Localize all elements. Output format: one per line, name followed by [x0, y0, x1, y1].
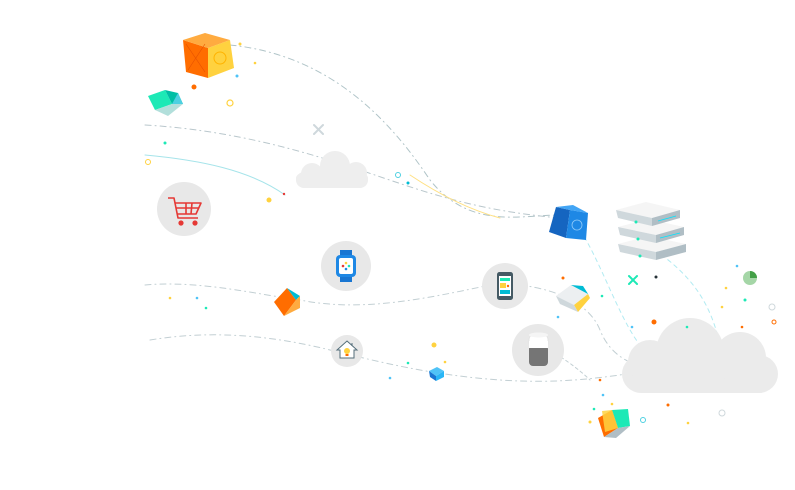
shopping-cart-badge — [157, 182, 211, 236]
smart-home-badge — [331, 335, 363, 367]
flow-line — [144, 154, 286, 196]
flow-line — [149, 334, 641, 382]
cube-yellow-cyan — [556, 285, 590, 312]
flow-line — [229, 44, 561, 218]
x-mark — [313, 124, 324, 135]
smartphone-icon — [497, 272, 513, 300]
smartwatch-icon — [336, 250, 356, 282]
smart-home-icon — [335, 340, 359, 359]
cube-orange-yellow-large — [183, 33, 234, 78]
flow-line — [579, 229, 641, 346]
cube-orange-green — [598, 409, 630, 438]
cube-blue — [549, 205, 588, 240]
flow-line — [144, 283, 491, 306]
large-cloud — [622, 318, 778, 393]
x-mark — [628, 275, 638, 285]
cube-orange-cyan — [274, 288, 300, 316]
small-cloud — [296, 151, 368, 188]
server-stack-icon — [616, 202, 686, 260]
smart-speaker-badge — [512, 324, 564, 376]
cube-green-small — [148, 90, 183, 116]
smartwatch-badge — [321, 241, 371, 291]
cube-blue-small — [429, 367, 444, 381]
smart-speaker-icon — [528, 332, 549, 366]
shopping-cart-icon — [168, 197, 202, 226]
smartphone-badge — [482, 263, 528, 309]
pie-chart-icon — [743, 271, 757, 285]
flow-line — [519, 284, 651, 369]
flow-line — [409, 174, 501, 219]
